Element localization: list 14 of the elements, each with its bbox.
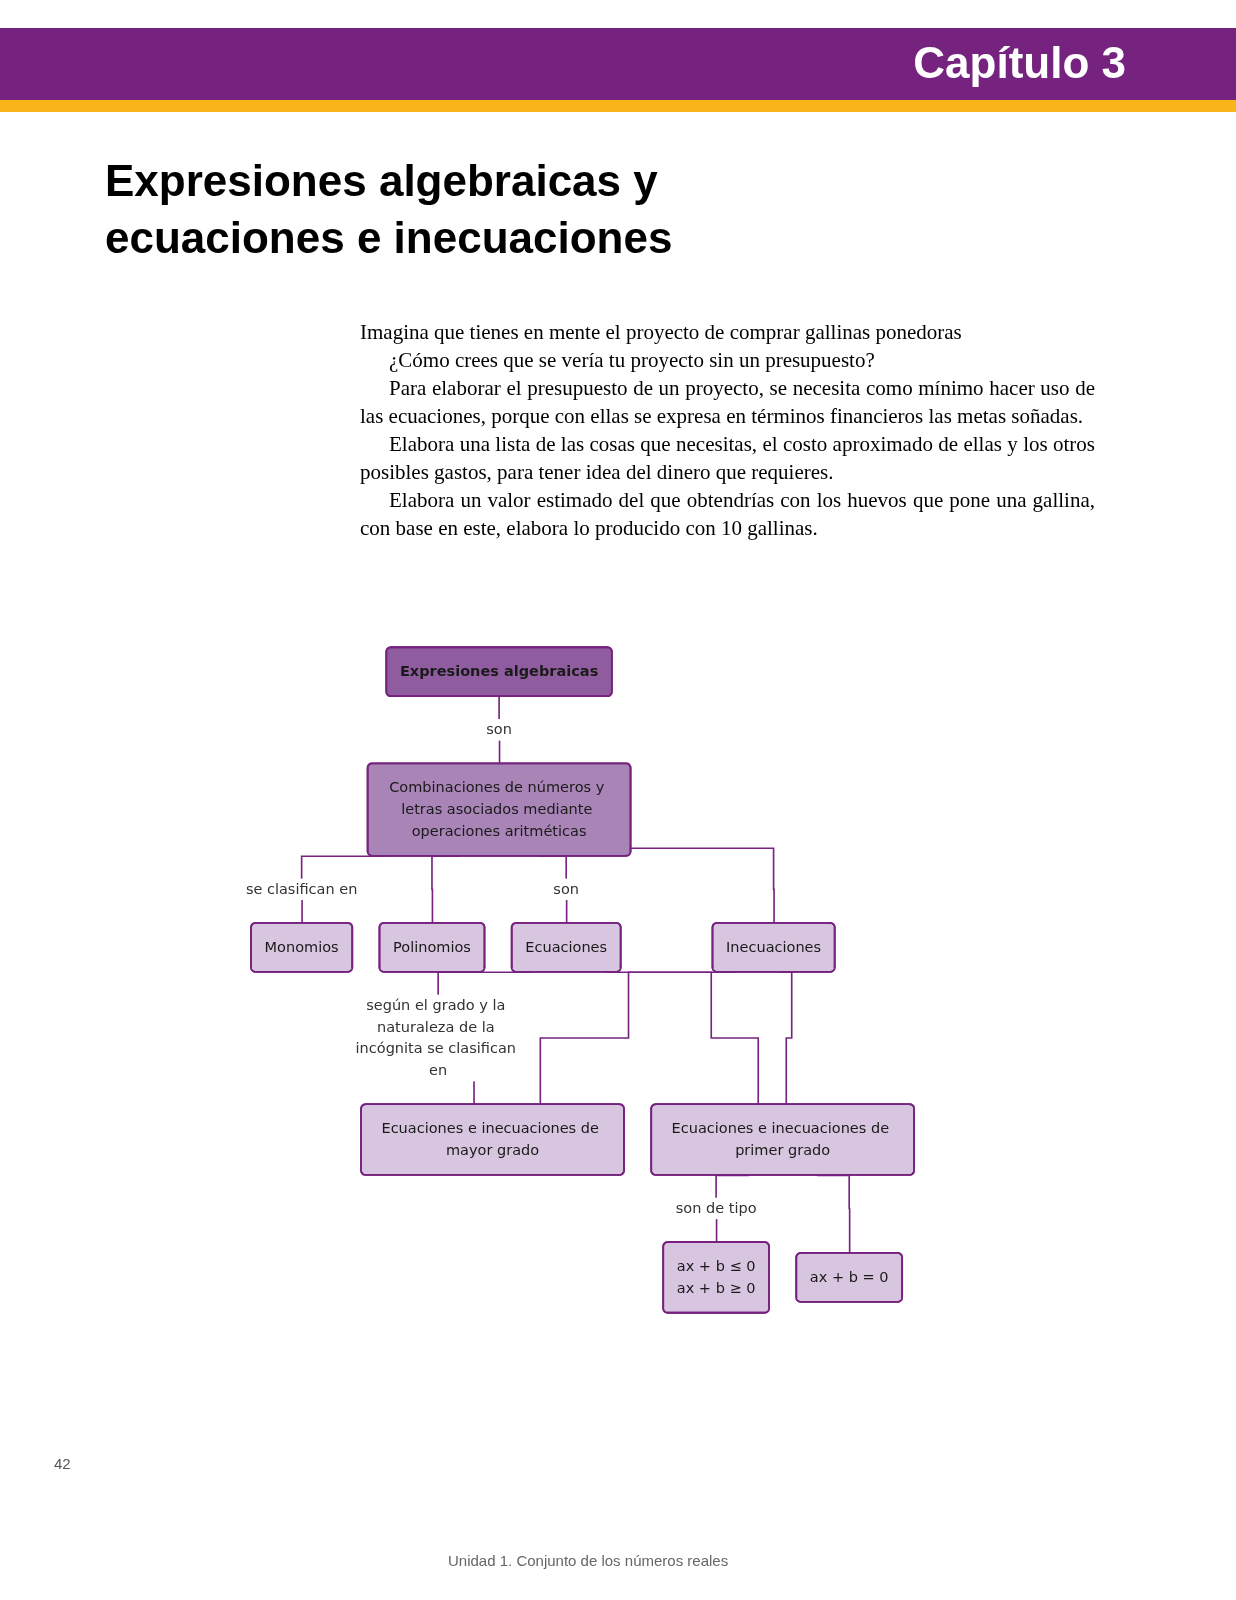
edge-label: son [486,720,512,738]
footer-text: Unidad 1. Conjunto de los números reales [448,1552,729,1569]
edge-label: son de tipo [675,1199,757,1217]
paragraph: Elabora una lista de las cosas que necesitas, el costo aproximado de ellas y los otros posibles gastos, para tener idea del dinero que requieres. [360,431,1095,486]
paragraph: Para elaborar el presupuesto de un proyecto, se necesita como mínimo hacer uso de las ecuaciones, porque con ellas se expresa en términos financieros las metas soñadas. [360,375,1095,430]
paragraph: Elabora un valor estimado del que obtendrías con los huevos que pone una gallina, con base en este, elabora lo producido con 10 gallinas. [360,487,1095,542]
page-title: Expresiones algebraicas y ecuaciones e inecuaciones [105,155,674,264]
page-number: 42 [54,1455,71,1472]
edge-label: son [553,880,579,898]
paragraph: ¿Cómo crees que se vería tu proyecto sin un presupuesto? [388,347,876,374]
edge-label: se clasifican en [245,880,358,898]
paragraph: Imagina que tienes en mente el proyecto de comprar gallinas ponedoras [360,319,963,346]
edge-label: según el grado y la naturaleza de la incógnita se clasifican en [355,996,517,1079]
chapter-heading: Capítulo 3 [913,38,1126,88]
